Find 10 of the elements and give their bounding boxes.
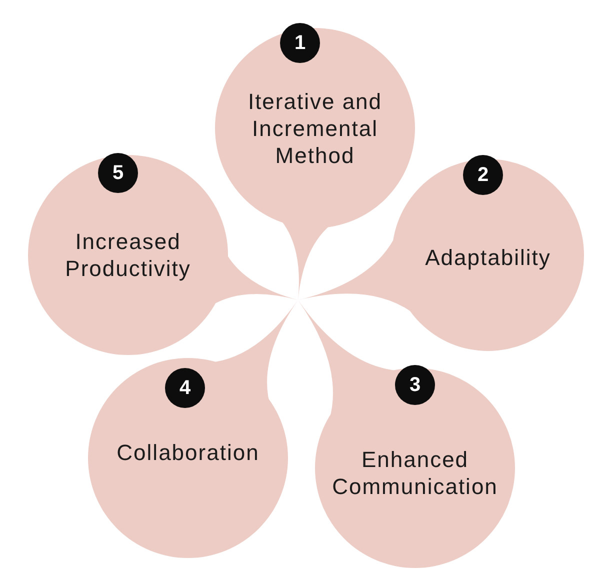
number-badge: 5 — [98, 153, 138, 193]
petal-label: Adaptability — [424, 244, 552, 270]
petal-label: Enhanced Communication — [331, 446, 499, 500]
petal-label: Increased Productivity — [64, 228, 192, 282]
number-badge: 2 — [463, 155, 503, 195]
number-badge: 4 — [165, 368, 205, 408]
number-badge: 3 — [395, 365, 435, 405]
number-badge: 1 — [280, 23, 320, 63]
petal-label: Collaboration — [116, 438, 260, 466]
petal-label: Iterative and Incremental Method — [246, 88, 384, 168]
